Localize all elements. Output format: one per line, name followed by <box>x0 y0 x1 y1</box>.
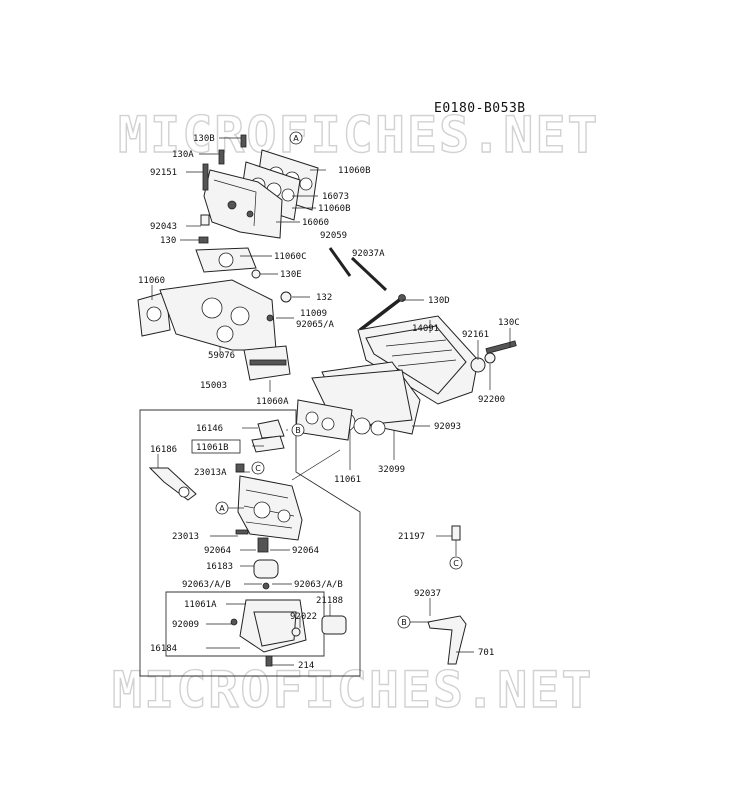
label-11009: 11009 <box>300 309 327 319</box>
label-130D: 130D <box>428 296 450 306</box>
label-16146: 16146 <box>196 424 223 434</box>
label-11060: 11060 <box>138 276 165 286</box>
label-11060A: 11060A <box>256 397 289 407</box>
part-labels: 130B 130A 92151 11060B 16073 11060B 1606… <box>138 134 520 671</box>
label-16183: 16183 <box>206 562 233 572</box>
label-11060C: 11060C <box>274 252 307 262</box>
label-14091: 14091 <box>412 324 439 334</box>
label-11061: 11061 <box>334 475 361 485</box>
rods <box>328 247 406 332</box>
air-cleaner <box>295 315 517 441</box>
svg-text:B: B <box>295 426 301 435</box>
callout-C-side: C <box>449 556 463 570</box>
carburetor <box>148 419 347 667</box>
label-701: 701 <box>478 648 494 658</box>
label-92037: 92037 <box>414 589 441 599</box>
label-32099: 32099 <box>378 465 405 475</box>
label-11061B: 11061B <box>196 443 229 453</box>
label-130A: 130A <box>172 150 194 160</box>
callout-C-carb: C <box>251 461 265 475</box>
svg-text:C: C <box>453 559 459 568</box>
label-92063AB-1: 92063/A/B <box>182 580 231 590</box>
label-92043: 92043 <box>150 222 177 232</box>
label-16060: 16060 <box>302 218 329 228</box>
label-92009: 92009 <box>172 620 199 630</box>
label-16073: 16073 <box>322 192 349 202</box>
label-59076: 59076 <box>208 351 235 361</box>
label-130B: 130B <box>193 134 215 144</box>
label-11060B-2: 11060B <box>318 204 351 214</box>
svg-text:B: B <box>401 618 407 627</box>
label-92063AB-2: 92063/A/B <box>294 580 343 590</box>
intake-manifold-lower <box>137 247 292 381</box>
label-92161: 92161 <box>462 330 489 340</box>
label-21197: 21197 <box>398 532 425 542</box>
watermark-bottom: MICROFICHES.NET <box>112 661 594 719</box>
label-15003: 15003 <box>200 381 227 391</box>
label-130E: 130E <box>280 270 302 280</box>
svg-text:C: C <box>255 464 261 473</box>
label-92064-1: 92064 <box>204 546 231 556</box>
label-130C: 130C <box>498 318 520 328</box>
label-130: 130 <box>160 236 176 246</box>
carburetor-frame <box>139 409 361 677</box>
intake-manifold-upper <box>198 134 319 244</box>
label-92093: 92093 <box>434 422 461 432</box>
callout-A-carb: A <box>215 501 229 515</box>
label-92151: 92151 <box>150 168 177 178</box>
label-23013A: 23013A <box>194 468 227 478</box>
svg-text:A: A <box>293 134 299 143</box>
label-92200: 92200 <box>478 395 505 405</box>
label-11061B-box: 11061B <box>191 439 241 454</box>
svg-text:A: A <box>219 504 225 513</box>
label-214: 214 <box>298 661 314 671</box>
watermark-top: MICROFICHES.NET <box>118 106 600 164</box>
leader-lines <box>151 137 511 666</box>
callout-A-top: A <box>289 131 303 145</box>
label-92059: 92059 <box>320 231 347 241</box>
label-11061A: 11061A <box>184 600 217 610</box>
callout-B-side: B <box>397 615 411 629</box>
label-16186: 16186 <box>150 445 177 455</box>
label-21188: 21188 <box>316 596 343 606</box>
label-92037A: 92037A <box>352 249 385 259</box>
label-23013: 23013 <box>172 532 199 542</box>
callout-B-carb: B <box>291 423 305 437</box>
label-16184: 16184 <box>150 644 177 654</box>
label-11060B-1: 11060B <box>338 166 371 176</box>
label-92064-2: 92064 <box>292 546 319 556</box>
label-132: 132 <box>316 293 332 303</box>
diagram-code: E0180-B053B <box>434 101 526 116</box>
label-92065A: 92065/A <box>296 320 335 330</box>
label-92022: 92022 <box>290 612 317 622</box>
